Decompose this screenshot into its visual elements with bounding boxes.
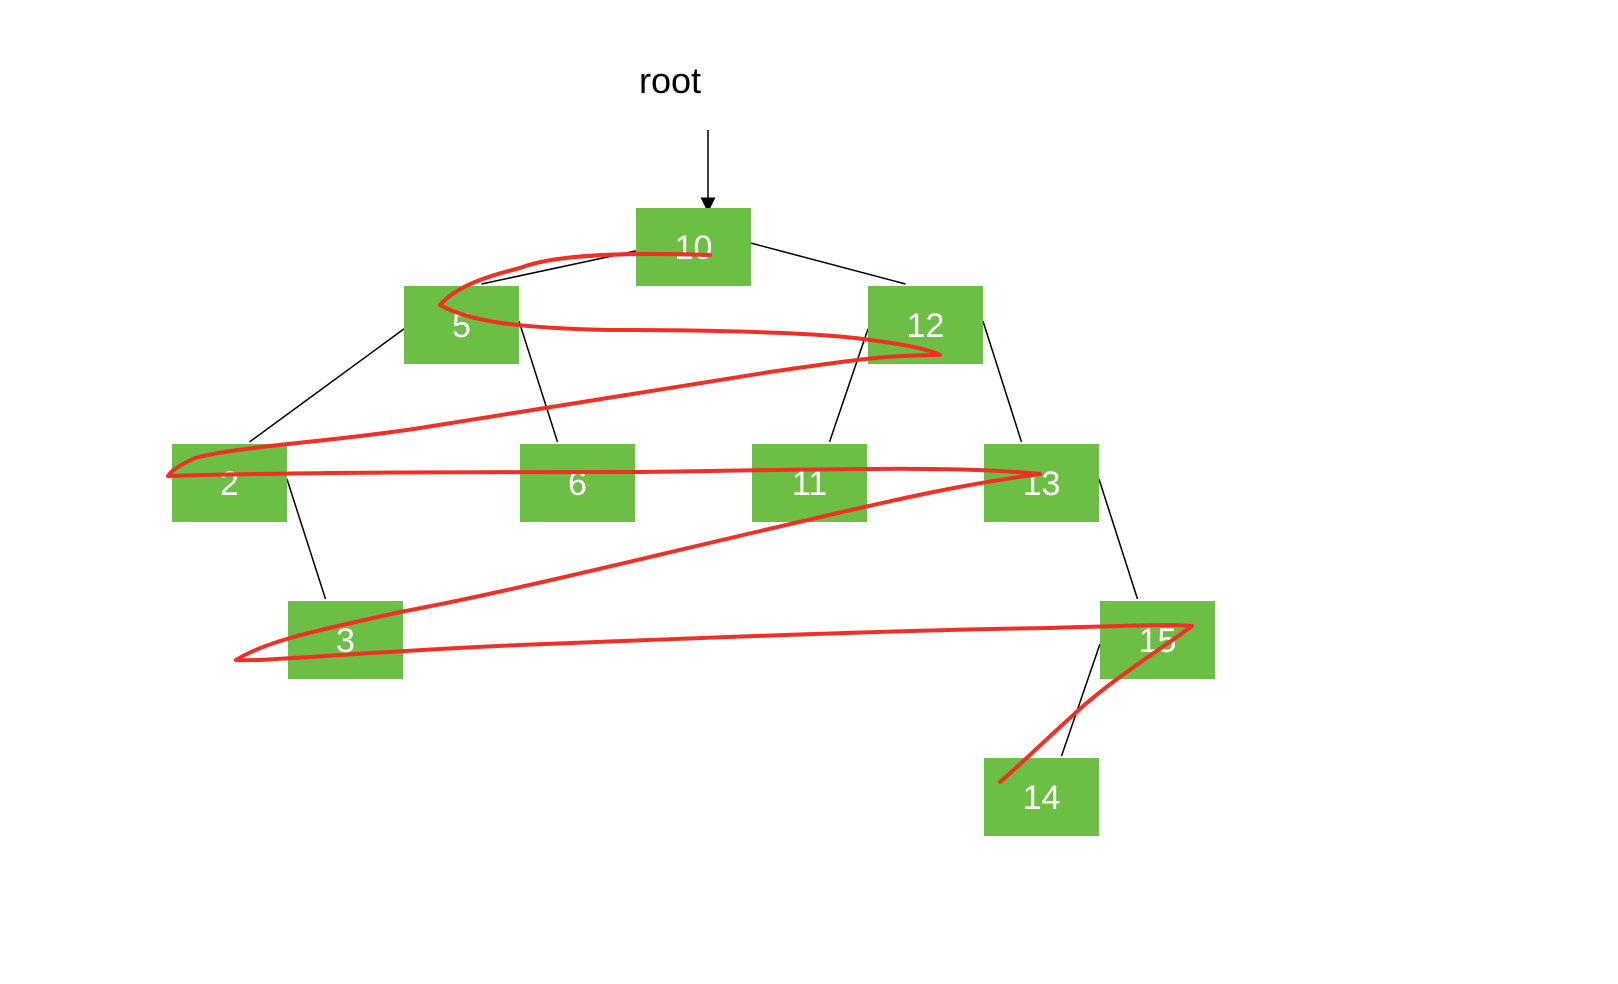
node-box (172, 444, 287, 522)
edges-layer (249, 242, 1139, 757)
node-label: 10 (675, 229, 713, 267)
node-box (984, 758, 1099, 836)
root-label: root (638, 60, 702, 101)
node-15: 15 (1100, 601, 1215, 679)
node-label: 2 (220, 465, 239, 503)
edge-n15-n14 (1060, 643, 1101, 757)
node-14: 14 (984, 758, 1099, 836)
node-label: 13 (1023, 465, 1061, 503)
edge-n13-n15 (1098, 478, 1139, 600)
edge-n2-n3 (286, 478, 327, 600)
edge-n10-n12 (750, 242, 906, 285)
node-10: 10 (636, 208, 751, 286)
node-label: 14 (1023, 779, 1061, 817)
node-13: 13 (984, 444, 1099, 522)
node-label: 12 (907, 307, 945, 345)
node-box (520, 444, 635, 522)
node-3: 3 (288, 601, 403, 679)
node-label: 6 (568, 465, 587, 503)
node-box (984, 444, 1099, 522)
node-box (636, 208, 751, 286)
node-box (404, 286, 519, 364)
node-6: 6 (520, 444, 635, 522)
edge-n5-n2 (249, 328, 405, 443)
node-label: 3 (336, 622, 355, 660)
node-2: 2 (172, 444, 287, 522)
node-12: 12 (868, 286, 983, 364)
edge-n12-n11 (828, 328, 869, 443)
node-5: 5 (404, 286, 519, 364)
edge-n5-n6 (518, 320, 559, 443)
edge-n12-n13 (982, 320, 1023, 443)
traversal-path (166, 251, 1194, 784)
node-box (1100, 601, 1215, 679)
